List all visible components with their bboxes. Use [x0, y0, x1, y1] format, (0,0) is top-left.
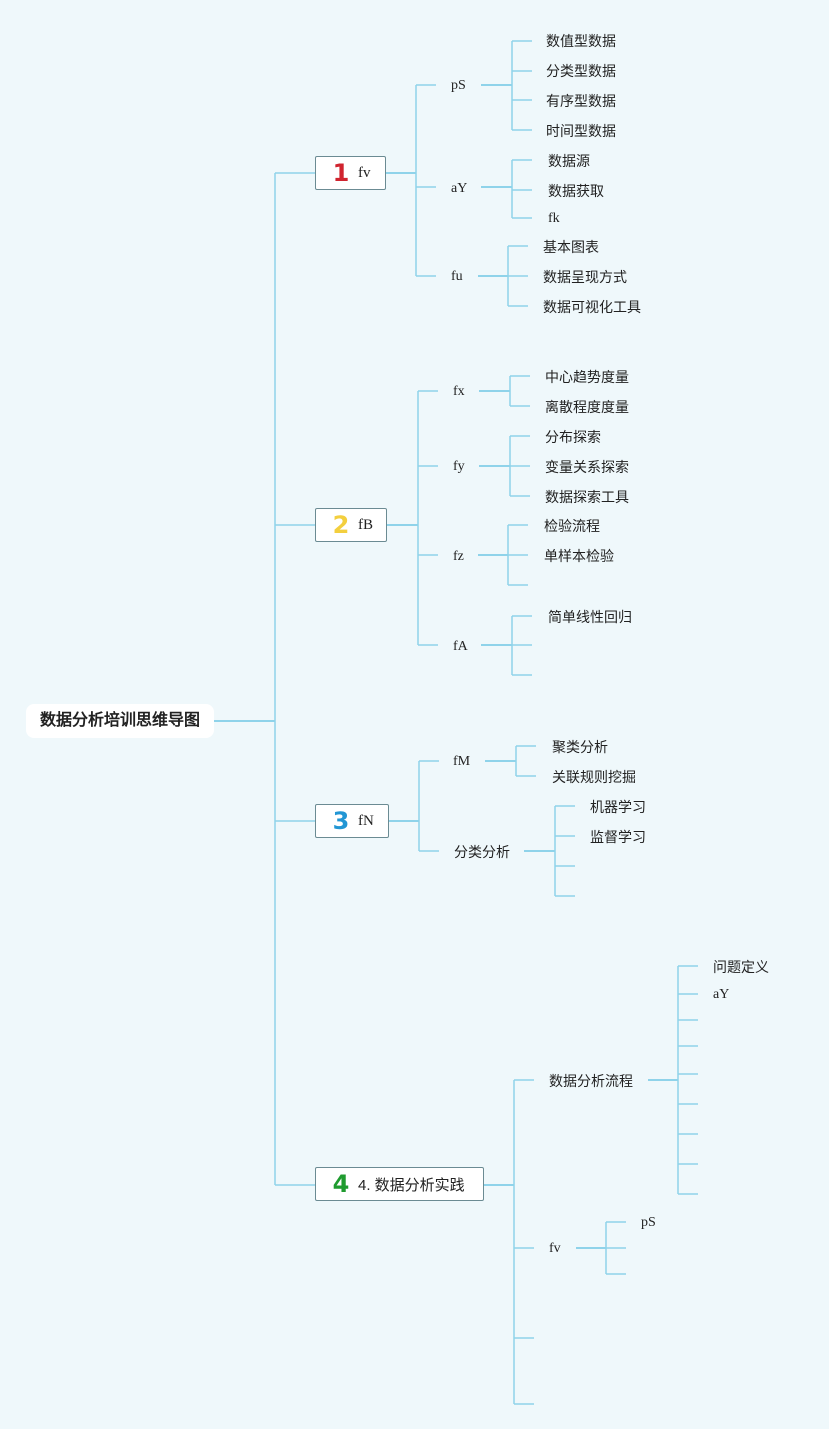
leaf-node[interactable]: 数据呈现方式: [543, 269, 627, 285]
leaf-node[interactable]: 关联规则挖掘: [552, 769, 636, 785]
leaf-node[interactable]: 数据探索工具: [545, 489, 629, 505]
leaf-node[interactable]: 单样本检验: [544, 548, 614, 564]
leaf-node[interactable]: 离散程度度量: [545, 399, 629, 415]
topic-node[interactable]: fx: [453, 384, 465, 399]
section-1-node[interactable]: 1 fv: [315, 156, 386, 190]
section-1-label: fv: [358, 164, 371, 181]
topic-node[interactable]: fu: [451, 269, 463, 284]
section-4-node[interactable]: 4 4. 数据分析实践: [315, 1167, 484, 1201]
section-3-node[interactable]: 3 fN: [315, 804, 389, 838]
leaf-node[interactable]: 时间型数据: [546, 123, 616, 139]
section-2-label: fB: [358, 516, 373, 533]
leaf-node[interactable]: 分布探索: [545, 429, 601, 445]
topic-node[interactable]: 数据分析流程: [549, 1073, 633, 1089]
leaf-node[interactable]: 简单线性回归: [548, 609, 632, 625]
topic-node[interactable]: fz: [453, 549, 464, 564]
number-3-icon: 3: [332, 807, 350, 835]
section-4-label: 4. 数据分析实践: [358, 1176, 465, 1194]
topic-node[interactable]: fv: [549, 1241, 561, 1256]
leaf-node[interactable]: 机器学习: [590, 799, 646, 815]
topic-node[interactable]: 分类分析: [454, 844, 510, 860]
root-node[interactable]: 数据分析培训思维导图: [26, 704, 214, 738]
topic-node[interactable]: fM: [453, 754, 471, 769]
leaf-node[interactable]: 数据可视化工具: [543, 299, 641, 315]
leaf-node[interactable]: 问题定义: [713, 959, 769, 975]
leaf-node[interactable]: 数值型数据: [546, 33, 616, 49]
leaf-node[interactable]: 数据源: [548, 153, 590, 169]
leaf-node[interactable]: pS: [641, 1215, 656, 1230]
number-1-icon: 1: [332, 159, 350, 187]
leaf-node[interactable]: 中心趋势度量: [545, 369, 629, 385]
topic-node[interactable]: aY: [451, 181, 468, 196]
number-2-icon: 2: [332, 511, 350, 539]
leaf-node[interactable]: fk: [548, 211, 560, 226]
section-3-label: fN: [358, 812, 374, 829]
leaf-node[interactable]: 分类型数据: [546, 63, 616, 79]
leaf-node[interactable]: 有序型数据: [546, 93, 616, 109]
number-4-icon: 4: [332, 1170, 350, 1198]
topic-node[interactable]: fA: [453, 639, 468, 654]
leaf-node[interactable]: 数据获取: [548, 183, 604, 199]
leaf-node[interactable]: 检验流程: [544, 518, 600, 534]
section-2-node[interactable]: 2 fB: [315, 508, 387, 542]
topic-node[interactable]: pS: [451, 78, 466, 93]
leaf-node[interactable]: 变量关系探索: [545, 459, 629, 475]
leaf-node[interactable]: 基本图表: [543, 239, 599, 255]
leaf-node[interactable]: 监督学习: [590, 829, 646, 845]
leaf-node[interactable]: aY: [713, 987, 730, 1002]
leaf-node[interactable]: 聚类分析: [552, 739, 608, 755]
connector-lines: [214, 40, 698, 1405]
topic-node[interactable]: fy: [453, 459, 465, 474]
